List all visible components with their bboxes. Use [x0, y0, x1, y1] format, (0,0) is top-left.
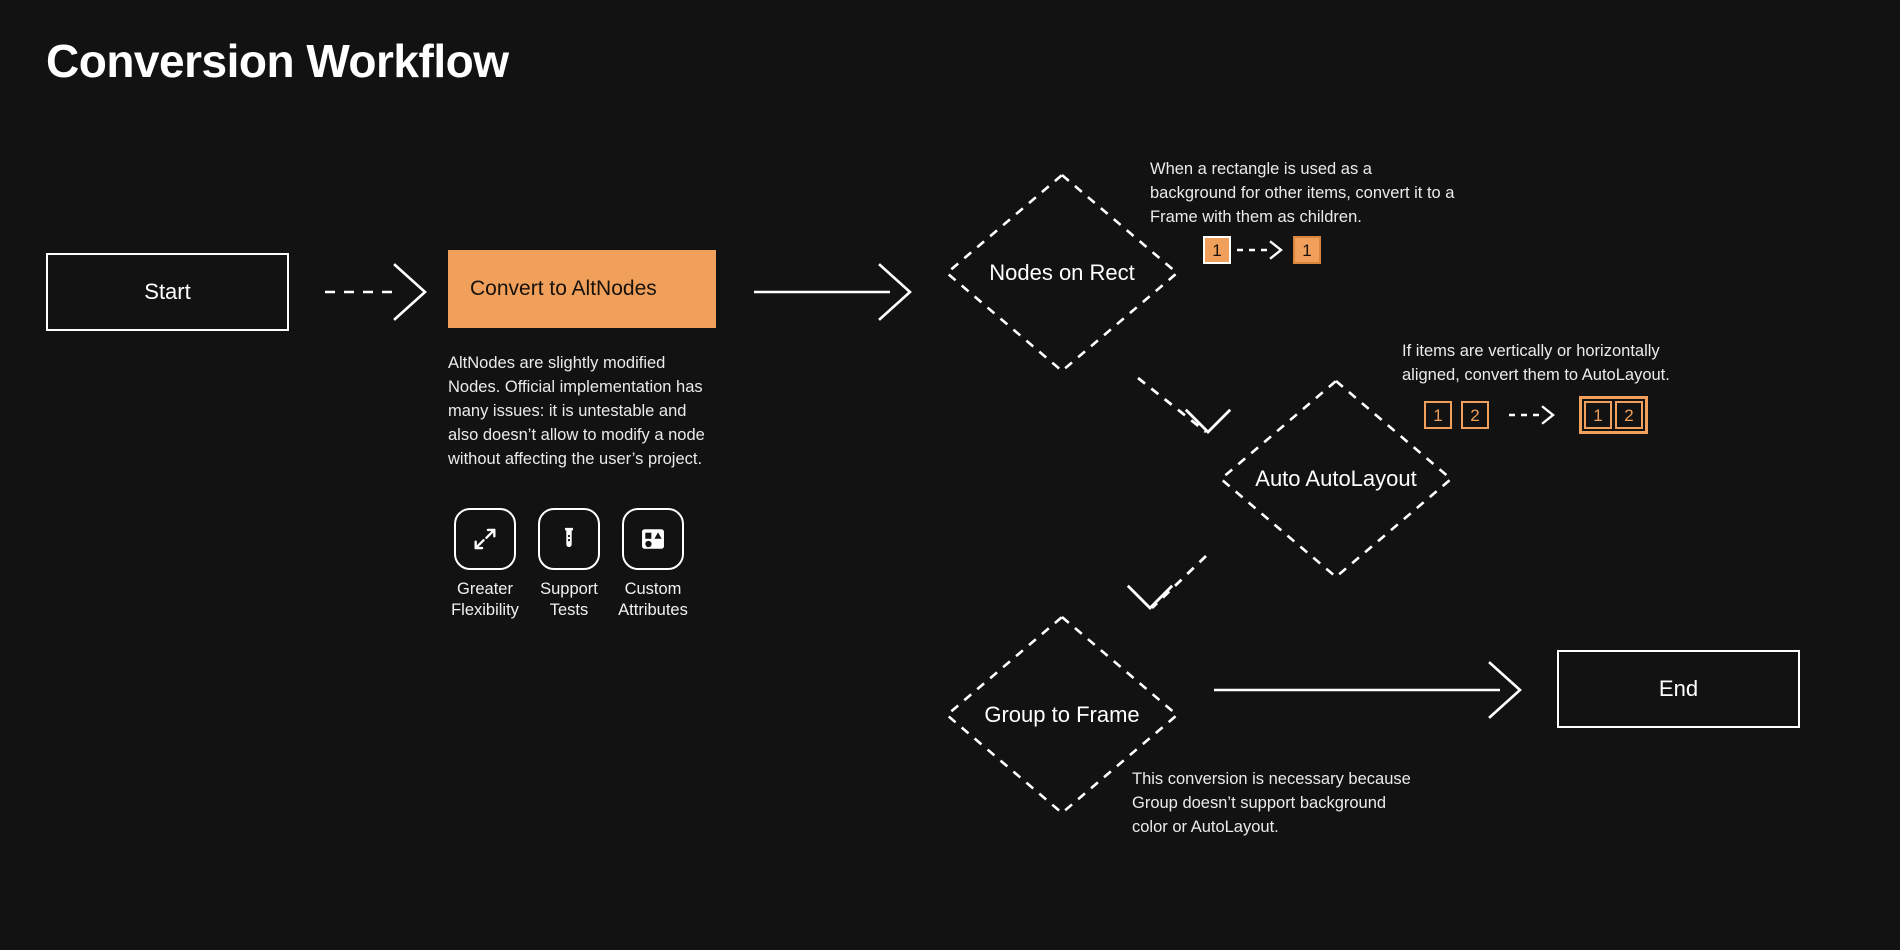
feature-support-tests: Support Tests	[536, 508, 602, 621]
illustration-items-to-autolayout: 1 2 1 2	[1424, 396, 1648, 434]
chip-after-2: 2	[1615, 401, 1643, 429]
node-convert-label: Convert to AltNodes	[470, 277, 657, 300]
autolayout-frame: 1 2	[1579, 396, 1648, 434]
feature-badge	[538, 508, 600, 570]
feature-badge	[622, 508, 684, 570]
node-nodes-on-rect[interactable]: Nodes on Rect	[944, 172, 1180, 374]
feature-label: Custom Attributes	[618, 580, 688, 619]
note-auto-autolayout: If items are vertically or horizontally …	[1402, 342, 1670, 384]
edge-nodes-on-rect-to-auto-autolayout	[1137, 376, 1232, 434]
node-start-label: Start	[144, 279, 191, 304]
edge-convert-to-nodes-on-rect	[754, 263, 912, 321]
edge-auto-autolayout-to-group-to-frame	[1126, 554, 1207, 610]
edge-start-to-convert	[325, 263, 427, 321]
diamond-outline	[1218, 379, 1454, 579]
note-group-to-frame: This conversion is necessary because Gro…	[1132, 770, 1411, 836]
feature-label: Support Tests	[540, 580, 598, 619]
edge-group-to-frame-to-end	[1214, 661, 1522, 719]
node-auto-autolayout[interactable]: Auto AutoLayout	[1218, 378, 1454, 580]
node-convert-to-altnodes[interactable]: Convert to AltNodes	[448, 250, 716, 328]
chip-after-1: 1	[1584, 401, 1612, 429]
feature-custom-attributes: Custom Attributes	[618, 508, 688, 621]
note-nodes-on-rect: When a rectangle is used as a background…	[1150, 160, 1455, 226]
chip-before-1: 1	[1424, 401, 1452, 429]
node-end[interactable]: End	[1557, 650, 1800, 728]
chip-before-2: 2	[1461, 401, 1489, 429]
feature-label: Greater Flexibility	[451, 580, 519, 619]
feature-list: Greater Flexibility Support Tests	[451, 508, 688, 621]
chip-before: 1	[1203, 236, 1231, 264]
shapes-attributes-icon	[642, 529, 664, 549]
feature-greater-flexibility: Greater Flexibility	[451, 508, 519, 621]
node-start[interactable]: Start	[46, 253, 289, 331]
note-altnodes: AltNodes are slightly modified Nodes. Of…	[448, 354, 705, 468]
feature-badge	[454, 508, 516, 570]
mini-arrow-icon	[1231, 240, 1293, 260]
diamond-outline	[944, 173, 1180, 373]
mini-arrow-icon	[1503, 405, 1565, 425]
page-title: Conversion Workflow	[46, 35, 509, 87]
illustration-rect-to-frame: 1 1	[1203, 236, 1321, 264]
node-end-label: End	[1658, 676, 1699, 701]
chip-after: 1	[1293, 236, 1321, 264]
expand-arrows-icon	[474, 528, 496, 550]
test-tube-icon	[565, 527, 573, 548]
